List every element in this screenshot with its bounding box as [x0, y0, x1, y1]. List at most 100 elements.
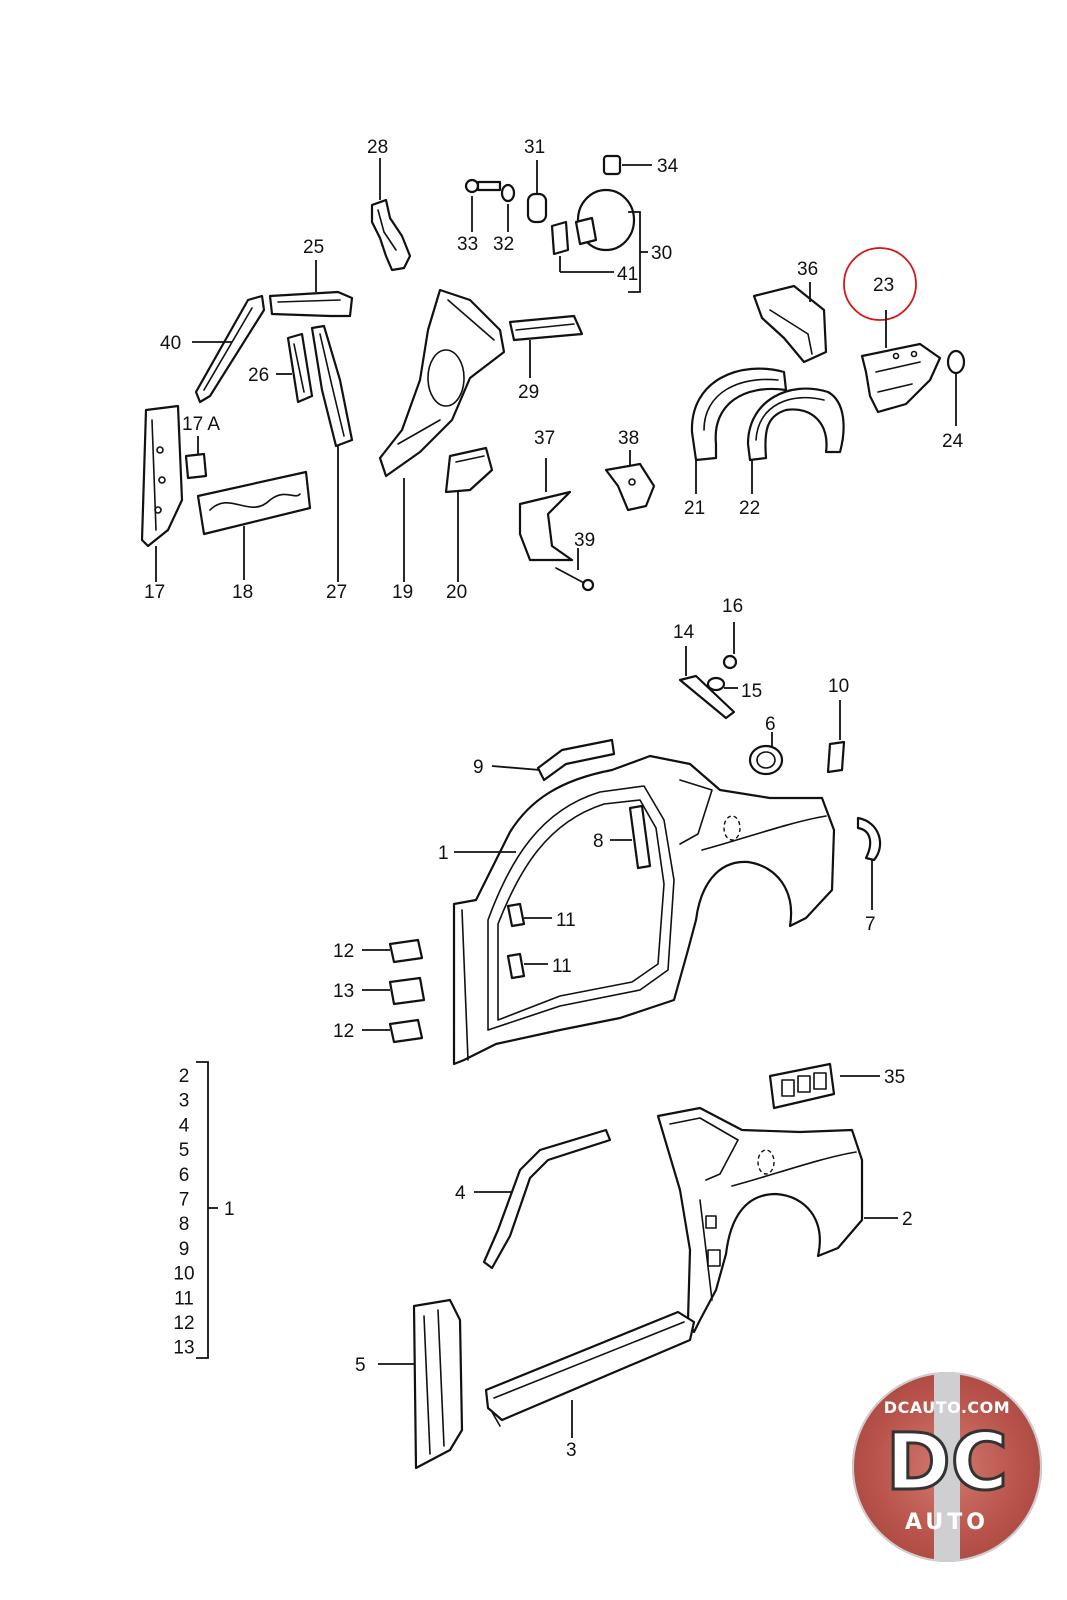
group-list-item: 5: [179, 1140, 190, 1161]
logo-word: AUTO: [905, 1510, 989, 1535]
part-9-strip: 9: [473, 738, 616, 782]
label-15: 15: [741, 681, 762, 702]
label-19: 19: [392, 582, 413, 603]
label-8: 8: [593, 831, 604, 852]
part-37-shield: 37: [518, 428, 574, 562]
label-25: 25: [303, 237, 324, 258]
label-11-upper: 11: [556, 910, 576, 931]
label-31: 31: [524, 137, 545, 158]
part-10: 10: [826, 676, 849, 774]
group-list-item: 4: [179, 1115, 190, 1136]
label-27: 27: [326, 582, 347, 603]
part-1-side-panel: 1: [438, 754, 836, 1066]
label-12-lower: 12: [333, 1021, 354, 1042]
label-5: 5: [355, 1355, 366, 1376]
part-3-sill: 3: [484, 1310, 696, 1461]
group-list-item: 10: [173, 1264, 194, 1285]
part-35: 35: [768, 1062, 905, 1110]
group-list-item: 13: [173, 1338, 194, 1359]
label-12-upper: 12: [333, 941, 354, 962]
part-23: 23: [843, 247, 942, 414]
part-36: 36: [752, 259, 828, 364]
group-list-item: 6: [179, 1165, 190, 1186]
part-15-washer: 15: [706, 676, 762, 702]
label-37: 37: [534, 428, 555, 449]
dcauto-logo: DCAUTO.COM DC AUTO: [852, 1372, 1042, 1562]
group-list: 2 3 4 5 6 7 8 9 10 11 12 13 1: [173, 1061, 235, 1359]
part-12-lower: 12: [333, 1018, 424, 1044]
label-17a: 17 A: [182, 414, 220, 435]
part-11-lower: 11: [506, 952, 572, 980]
label-22: 22: [739, 498, 760, 519]
logo-monogram: DC: [885, 1417, 1010, 1510]
group-parent-label: 1: [224, 1199, 235, 1220]
label-34: 34: [657, 156, 679, 177]
label-23: 23: [873, 275, 894, 296]
label-24: 24: [942, 431, 964, 452]
part-28: 28: [367, 137, 412, 272]
part-29-channel: 29: [508, 314, 584, 403]
highlight-circle: [843, 247, 917, 321]
part-32-washer: 32: [493, 183, 516, 255]
label-3: 3: [566, 1440, 577, 1461]
part-13: 13: [333, 976, 426, 1006]
label-2: 2: [902, 1209, 913, 1230]
part-7-trim: 7: [856, 816, 882, 935]
label-38: 38: [618, 428, 639, 449]
part-26: 26: [248, 332, 314, 404]
group-list-item: 12: [173, 1313, 194, 1334]
group-list-item: 2: [179, 1066, 190, 1087]
part-16-bolt: 16: [722, 596, 743, 670]
part-5-pillar: 5: [355, 1298, 464, 1470]
part-18-sill: 18: [196, 470, 312, 603]
label-4: 4: [455, 1183, 466, 1204]
part-30-fuel-flap: 41 30: [550, 188, 672, 293]
part-34-clip: 34: [602, 154, 679, 177]
label-33: 33: [457, 234, 478, 255]
label-7: 7: [865, 914, 876, 935]
label-39: 39: [574, 530, 595, 551]
part-31-plate: 31: [524, 137, 548, 224]
group-list-item: 11: [174, 1288, 194, 1309]
label-1: 1: [438, 843, 449, 864]
logo-brand-top: DCAUTO.COM: [883, 1398, 1011, 1417]
label-41: 41: [617, 264, 638, 285]
label-10: 10: [828, 676, 849, 697]
group-list-item: 9: [179, 1239, 190, 1260]
part-21-wheel-arch: 21: [684, 367, 788, 519]
part-33-bolt: 33: [457, 178, 502, 255]
part-17: 17: [140, 404, 184, 603]
part-38: 38: [604, 428, 656, 512]
part-12-upper: 12: [333, 938, 424, 964]
label-21: 21: [684, 498, 705, 519]
part-6-seal: 6: [748, 714, 784, 776]
label-16: 16: [722, 596, 743, 617]
label-14: 14: [673, 622, 695, 643]
label-13: 13: [333, 981, 354, 1002]
label-18: 18: [232, 582, 253, 603]
part-40-strip: 40: [160, 294, 266, 404]
part-11-upper: 11: [506, 902, 576, 931]
group-list-item: 8: [179, 1214, 190, 1235]
label-30: 30: [651, 243, 672, 264]
part-8-strip: 8: [593, 804, 652, 870]
group-list-item: 7: [179, 1190, 190, 1211]
label-32: 32: [493, 234, 514, 255]
part-4-strip: 4: [455, 1128, 612, 1270]
logo-stripe: [934, 1372, 960, 1562]
part-24-plug: 24: [942, 349, 966, 452]
part-20: 20: [444, 446, 494, 603]
group-list-item: 3: [179, 1091, 190, 1112]
label-26: 26: [248, 365, 269, 386]
part-39-screw: 39: [555, 530, 595, 592]
part-2-quarter-panel: 2: [656, 1106, 913, 1334]
label-9: 9: [473, 757, 484, 778]
part-14: 14: [673, 622, 736, 720]
label-11-lower: 11: [552, 956, 572, 977]
part-27: 27: [310, 324, 354, 603]
label-36: 36: [797, 259, 818, 280]
part-17a: 17 A: [182, 414, 220, 480]
label-40: 40: [160, 333, 181, 354]
label-20: 20: [446, 582, 467, 603]
